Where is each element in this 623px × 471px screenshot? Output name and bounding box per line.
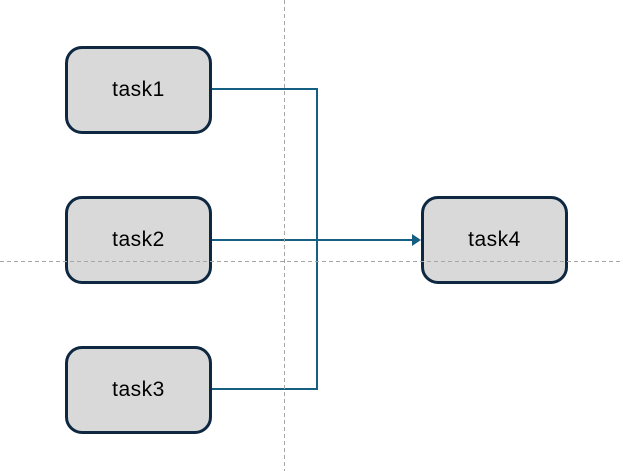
node-task1-label: task1 [112,78,165,101]
node-task3[interactable]: task3 [65,346,212,434]
node-task2-label: task2 [112,228,165,251]
connector-task3-horizontal[interactable] [212,388,318,390]
node-task4[interactable]: task4 [421,196,568,284]
vertical-alignment-guide [284,0,285,471]
connector-task1-horizontal[interactable] [212,88,318,90]
arrowhead-icon [412,234,421,246]
connector-task2-to-task4[interactable] [212,239,413,241]
node-task3-label: task3 [112,378,165,401]
node-task1[interactable]: task1 [65,46,212,134]
node-task4-label: task4 [468,228,521,251]
node-task2[interactable]: task2 [65,196,212,284]
